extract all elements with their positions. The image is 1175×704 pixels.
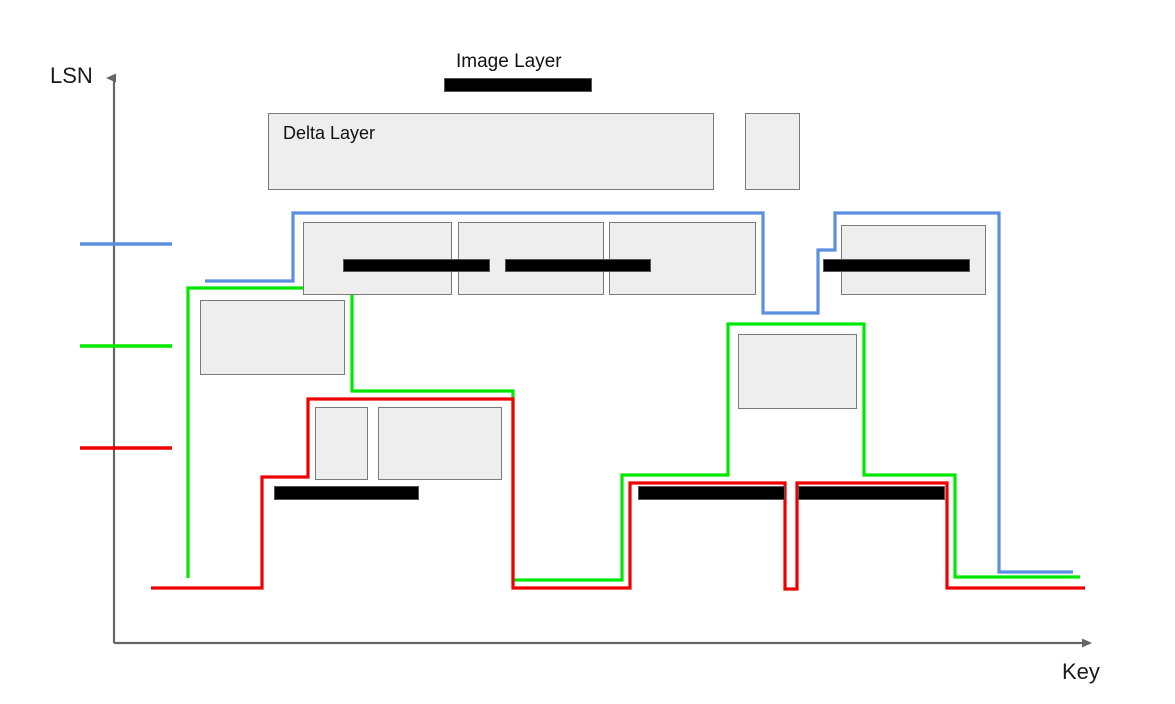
delta-layer-box: Delta Layer [268,113,714,190]
red-row-bar-1 [274,486,419,500]
delta-layer-box-small [745,113,800,190]
delta-layer-label: Delta Layer [283,123,376,143]
red-row-bar-3 [798,486,945,500]
blue-row-bar-3 [823,259,970,272]
blue-row-box-1 [303,222,452,295]
lsn-tick-group [80,242,172,450]
step-line-group [151,211,1085,591]
red-row-bar-2 [638,486,785,500]
blue-row-box-2 [458,222,604,295]
red-row-box-1 [315,407,368,480]
image-layer-bar [444,78,592,92]
x-axis-label: Key [1062,659,1100,684]
green-step-line [186,286,1080,582]
blue-row-box-3 [609,222,756,295]
blue-row-bar-2 [505,259,651,272]
blue-step-line [205,211,1073,574]
green-row-box-2 [738,334,857,409]
blue-row-bar-1 [343,259,490,272]
image-layer-caption: Image Layer [456,51,562,72]
y-axis-label: LSN [50,63,93,88]
red-row-box-2 [378,407,502,480]
red-step-line [151,397,1085,591]
green-row-box-1 [200,300,345,375]
